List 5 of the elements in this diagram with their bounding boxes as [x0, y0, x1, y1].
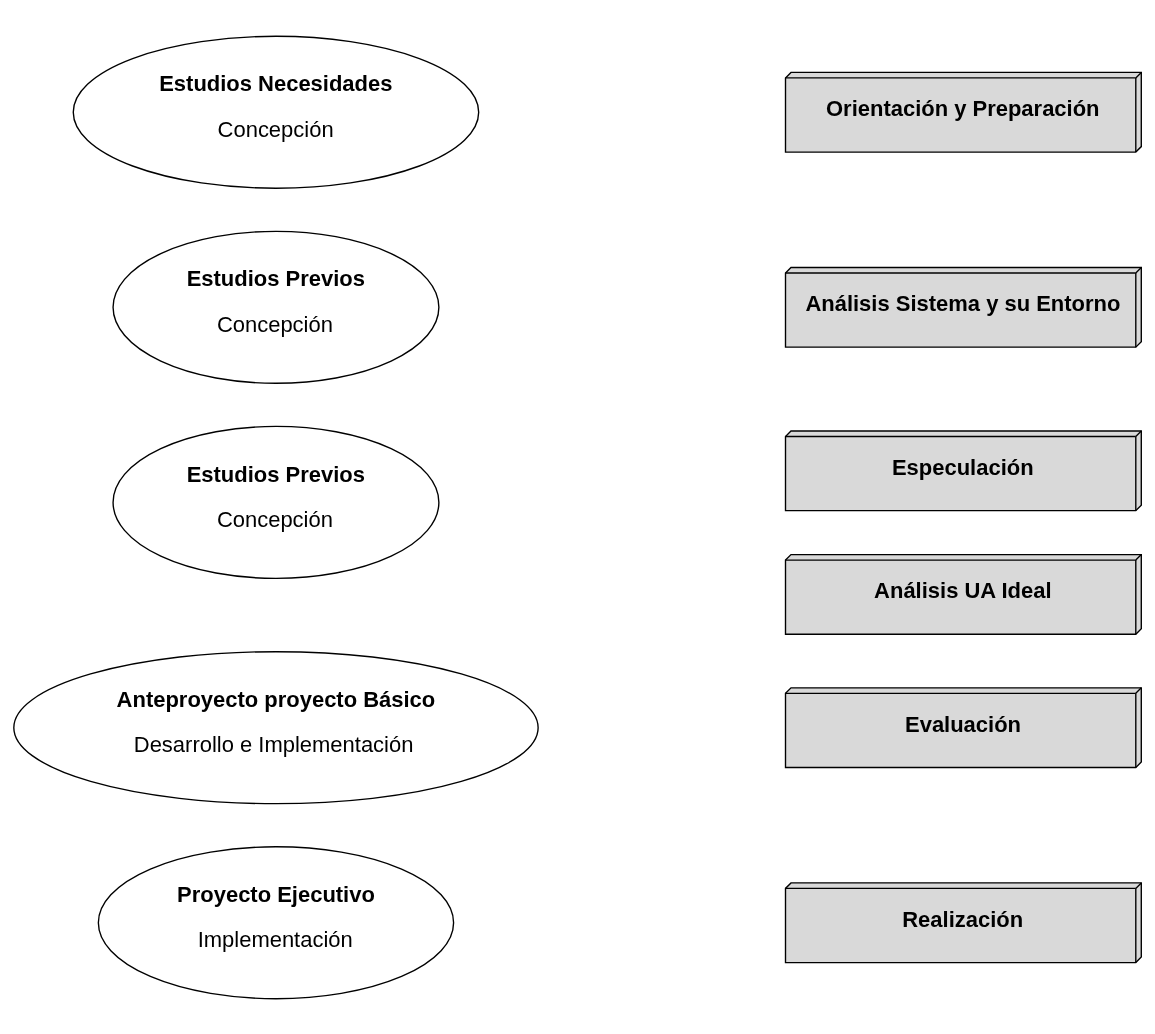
- node-ellipse: Proyecto Ejecutivo Implementación: [97, 845, 455, 999]
- node-ellipse: Estudios Previos Concepción: [112, 425, 440, 579]
- node-ellipse: Estudios Previos Concepción: [112, 230, 440, 384]
- node-ellipse: Estudios Necesidades Concepción: [72, 35, 480, 189]
- node-ellipse: Anteproyecto proyecto Básico Desarrollo e Implementación: [13, 650, 539, 804]
